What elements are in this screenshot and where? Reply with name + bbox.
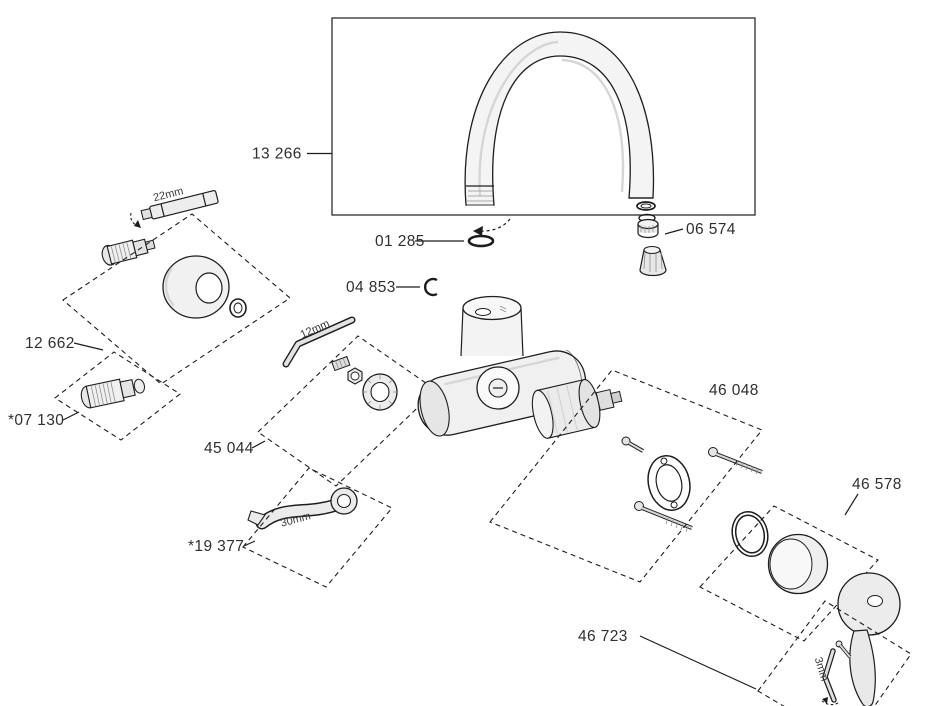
hex-key-3mm: 3mm bbox=[812, 648, 839, 706]
service-wrench: 30mm bbox=[247, 487, 358, 530]
label-19377: *19 377 bbox=[188, 538, 244, 555]
retaining-clip bbox=[424, 277, 438, 297]
label-12662: 12 662 bbox=[25, 335, 75, 352]
spout-oring bbox=[467, 234, 495, 248]
label-01285: 01 285 bbox=[375, 233, 425, 250]
leader-lines bbox=[62, 152, 859, 690]
group-box-46048 bbox=[489, 369, 763, 583]
unscrew-arrow bbox=[473, 218, 511, 236]
spout bbox=[464, 31, 655, 206]
threaded-stud bbox=[331, 355, 351, 372]
cartridge bbox=[531, 378, 623, 439]
cartridge-screw-small bbox=[621, 436, 644, 453]
socket-tool-22mm: 22mm bbox=[140, 185, 219, 221]
label-46723: 46 723 bbox=[578, 628, 628, 645]
group-box-45044 bbox=[257, 335, 437, 487]
label-45044: 45 044 bbox=[204, 440, 254, 457]
escutcheon-disc bbox=[162, 255, 230, 319]
spout-boundary-box bbox=[331, 17, 756, 216]
check-valve-part bbox=[101, 238, 156, 266]
nonreturn-valve-part bbox=[80, 378, 145, 409]
group-box-07130 bbox=[54, 351, 181, 441]
spout-coupling-parts bbox=[629, 197, 667, 277]
label-07130: *07 130 bbox=[8, 412, 64, 429]
union-nut bbox=[362, 373, 398, 411]
mixer-body bbox=[417, 295, 587, 437]
fixing-screw-lower bbox=[634, 501, 693, 533]
group-box-19377 bbox=[242, 467, 393, 588]
label-13266: 13 266 bbox=[252, 146, 302, 163]
label-46578: 46 578 bbox=[852, 476, 902, 493]
group-box-12662 bbox=[62, 213, 291, 385]
group-box-46723 bbox=[757, 600, 912, 706]
cap-oring bbox=[731, 510, 769, 558]
fixing-screw-upper bbox=[708, 447, 763, 475]
label-04853: 04 853 bbox=[346, 279, 396, 296]
group-box-46578 bbox=[699, 505, 879, 642]
small-nut bbox=[347, 367, 363, 385]
hex-key-12mm: 12mm bbox=[282, 316, 356, 368]
label-46048: 46 048 bbox=[709, 382, 759, 399]
grub-screw bbox=[835, 640, 852, 659]
cartridge-flange-ring bbox=[647, 455, 691, 511]
tool-turn-arrow bbox=[130, 212, 141, 228]
small-ring bbox=[229, 298, 247, 318]
dome-cap bbox=[767, 533, 829, 595]
label-06574: 06 574 bbox=[686, 221, 736, 238]
lever-handle bbox=[837, 572, 901, 706]
